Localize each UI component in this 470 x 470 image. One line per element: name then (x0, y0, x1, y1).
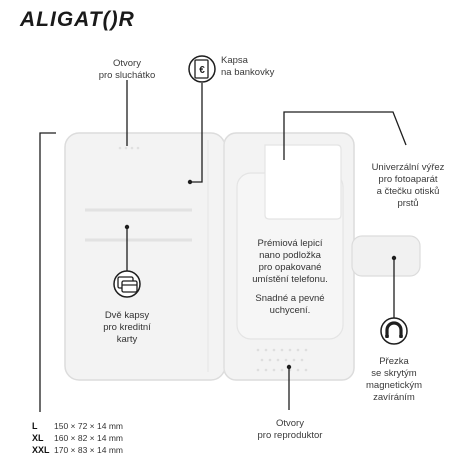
svg-text:€: € (199, 65, 205, 76)
size-bracket (39, 132, 56, 412)
magnet-icon (380, 317, 408, 345)
clasp-strap (351, 235, 421, 277)
banknote-leader (190, 83, 203, 183)
camera-leader (283, 111, 407, 160)
earpiece-holes (118, 146, 140, 150)
credit-card-icon (113, 270, 141, 298)
brand-logo: ALIGAT()R (20, 8, 135, 31)
speaker-holes (256, 348, 308, 372)
banknote-icon: € (188, 55, 216, 83)
camera-cutout (264, 144, 342, 220)
